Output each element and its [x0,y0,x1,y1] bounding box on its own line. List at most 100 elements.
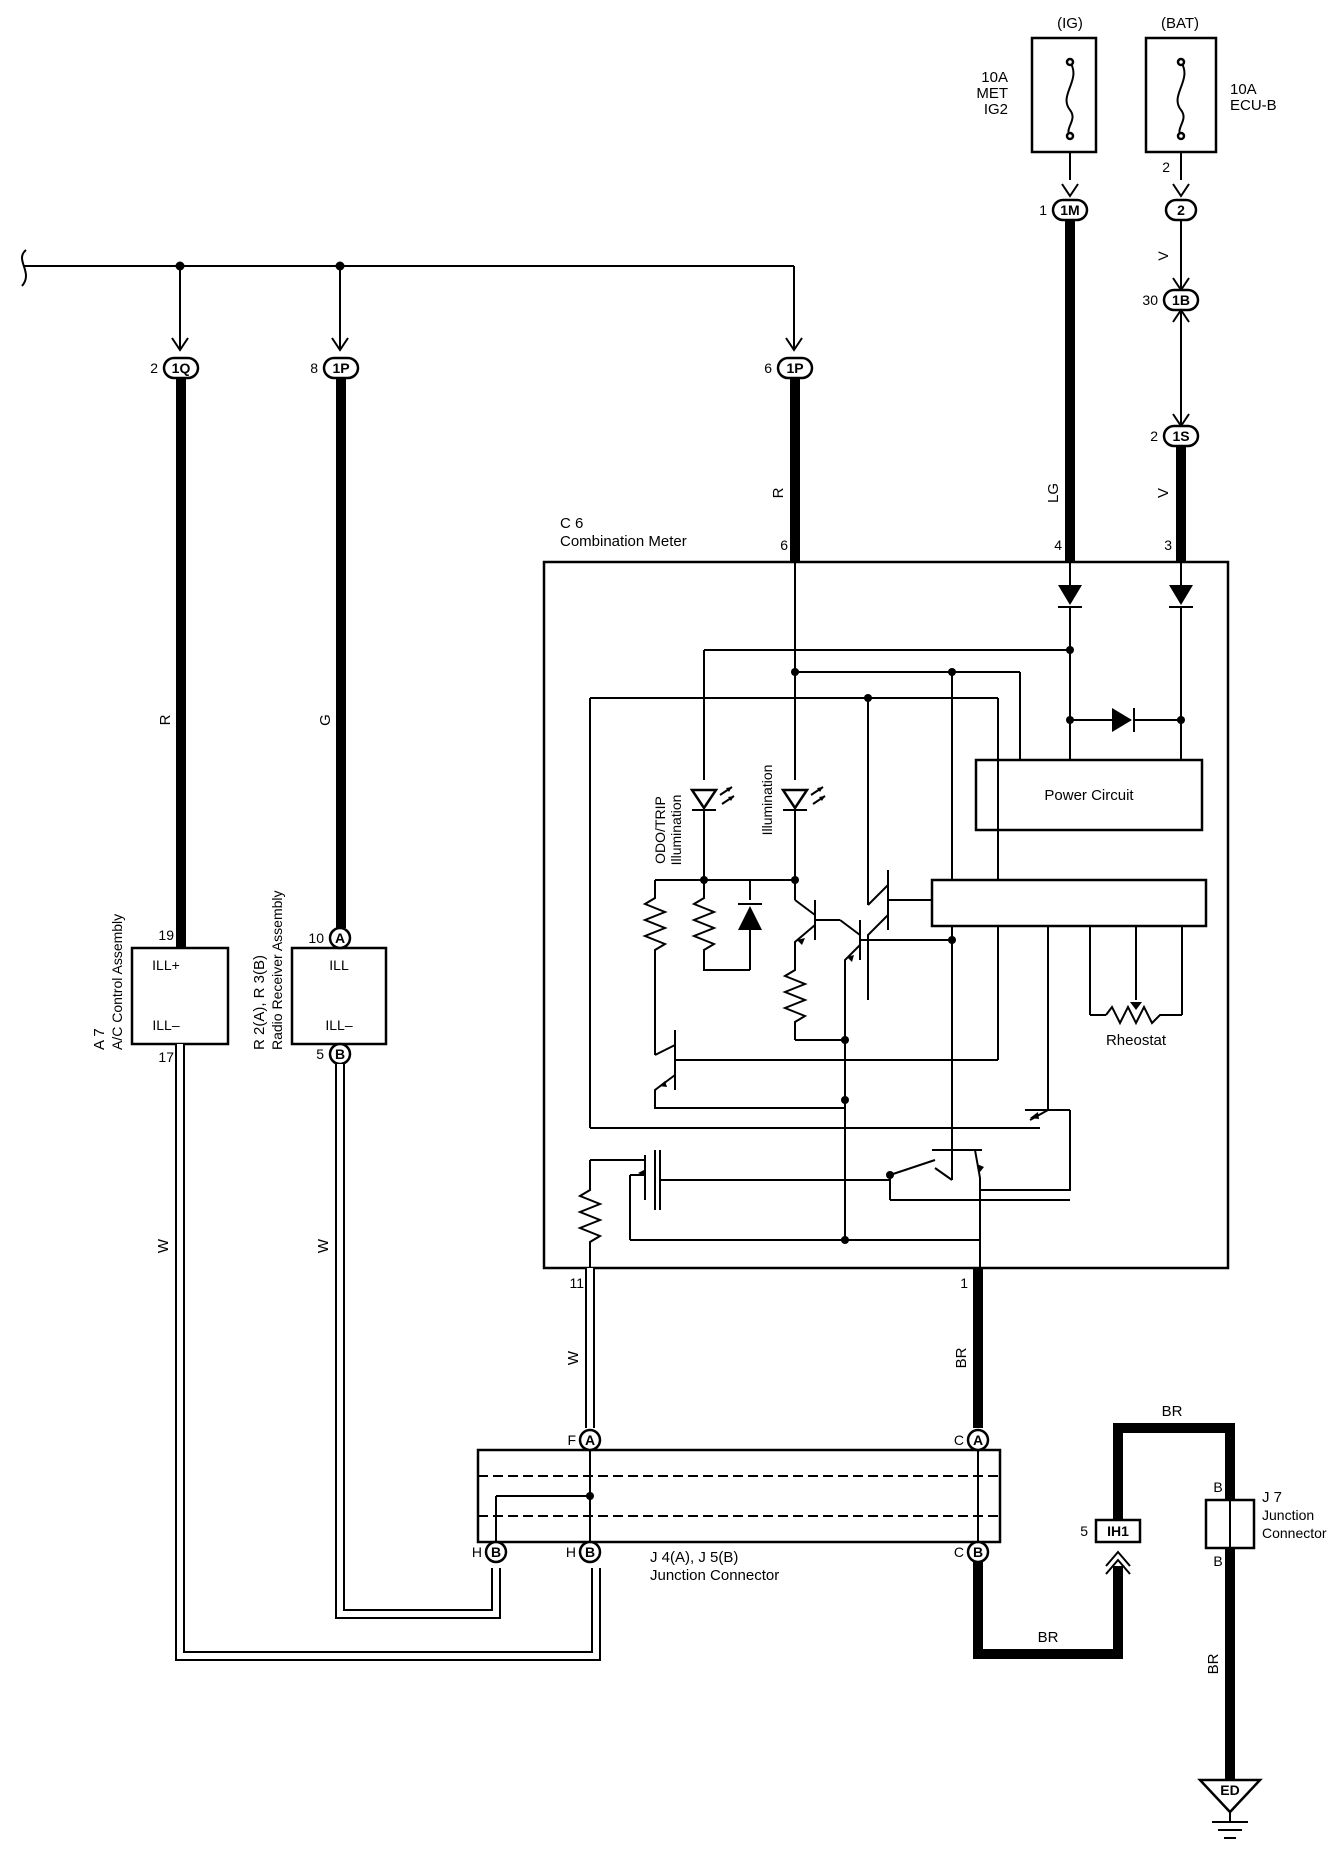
svg-text:1M: 1M [1060,202,1079,218]
odo-trip-led [689,786,735,880]
odo-trip-label-1: ODO/TRIP [652,796,668,864]
svg-text:1Q: 1Q [172,360,191,376]
svg-text:IH1: IH1 [1107,1523,1129,1539]
svg-text:1: 1 [1039,202,1047,218]
power-circuit-box [974,758,1204,832]
svg-text:ILL: ILL [329,957,349,973]
svg-text:BR: BR [1205,1653,1222,1674]
svg-text:BR: BR [1038,1629,1059,1646]
illumination-label: Illumination [759,765,775,836]
svg-text:2: 2 [1177,202,1185,218]
svg-text:11: 11 [569,1275,584,1291]
fuse-ig-name1: MET [976,85,1008,102]
resistor-r1 [642,880,668,1040]
svg-text:C: C [954,1432,964,1448]
connector-1s: 1S 2 [1150,424,1200,448]
ac-control-assembly: ILL+ ILL– 19 17 A 7 A/C Control Assembly [91,914,230,1065]
svg-text:B: B [973,1544,983,1560]
illumination-led [780,786,826,880]
junction-connector-j4-j5: J 4(A), J 5(B) Junction Connector [476,1448,1002,1584]
radio-name: Radio Receiver Assembly [269,890,285,1050]
svg-text:6: 6 [764,360,772,376]
svg-text:1P: 1P [332,360,349,376]
j7-code: J 7 [1262,1489,1282,1506]
control-ic [930,878,1208,928]
svg-text:B: B [1213,1553,1222,1569]
connector-radio-b: B 5 [316,1042,352,1066]
svg-text:1: 1 [960,1275,968,1291]
svg-text:1P: 1P [786,360,803,376]
connector-2: 2 [1164,198,1198,222]
fuse-bat-rating: 10A [1230,81,1257,98]
resistor-r4 [577,1160,603,1268]
svg-text:ILL+: ILL+ [152,957,180,973]
svg-text:4: 4 [1054,537,1062,553]
fuse-met-ig2: (IG) 10A MET IG2 [976,15,1098,154]
connector-j5-c: B C [954,1540,990,1564]
radio-box [290,946,388,1046]
svg-text:1S: 1S [1172,428,1189,444]
svg-text:LG: LG [1045,483,1062,503]
svg-text:A: A [335,930,345,946]
wire-ground-top [1113,1423,1235,1520]
fuse-ig-element [1065,61,1075,137]
connector-1m: 1M 1 [1039,198,1089,222]
svg-text:5: 5 [316,1046,324,1062]
connector-1q: 1Q 2 [150,356,200,380]
svg-text:W: W [155,1238,172,1253]
svg-text:BR: BR [1162,1403,1183,1420]
fuse-ig-supply-label: (IG) [1057,15,1083,32]
svg-text:B: B [585,1544,595,1560]
svg-text:H: H [566,1544,576,1560]
meter-name: Combination Meter [560,533,687,550]
ac-control-box [130,946,230,1046]
fuse-ecu-b: (BAT) 10A ECU-B [1144,15,1277,154]
svg-text:6: 6 [780,537,788,553]
connector-j4-f: A F [567,1428,602,1452]
connector-1b: 1B 30 [1142,288,1200,312]
white-ground-wires [175,1044,601,1661]
ground-point-ed: ED [1197,1778,1263,1839]
svg-text:ILL–: ILL– [152,1017,179,1033]
svg-text:R: R [770,487,787,498]
c2-pin-above: 2 [1162,159,1170,175]
junction-code: J 4(A), J 5(B) [650,1549,738,1566]
svg-text:ED: ED [1220,1782,1239,1798]
fuse-bat-element [1176,61,1186,137]
svg-text:R: R [157,714,174,725]
rheostat [1105,1004,1182,1026]
j7-name1: Junction [1262,1507,1314,1523]
svg-text:10: 10 [308,930,324,946]
radio-code: R 2(A), R 3(B) [251,955,268,1050]
svg-text:B: B [335,1046,345,1062]
meter-code: C 6 [560,515,583,532]
svg-text:8: 8 [310,360,318,376]
svg-text:19: 19 [158,927,174,943]
svg-text:BR: BR [953,1347,970,1368]
svg-text:5: 5 [1080,1523,1088,1539]
connector-ih1: IH1 5 [1080,1518,1142,1544]
svg-text:17: 17 [158,1049,174,1065]
rheostat-label: Rheostat [1106,1032,1167,1049]
connector-j4-c: A C [954,1428,990,1452]
svg-text:A: A [585,1432,595,1448]
connector-j5-h1: B H [472,1540,508,1564]
junction-name: Junction Connector [650,1567,779,1584]
odo-trip-label-2: Illumination [668,795,684,866]
svg-text:W: W [315,1238,332,1253]
svg-text:V: V [1155,251,1171,261]
junction-connector-j7: B B J 7 Junction Connector [1204,1479,1327,1569]
svg-text:30: 30 [1142,292,1158,308]
fuse-bat-name1: ECU-B [1230,97,1277,114]
connector-radio-a: A 10 [308,926,352,950]
power-circuit-label: Power Circuit [1044,787,1134,804]
svg-text:2: 2 [150,360,158,376]
wire-ground-bottom [973,1562,1123,1659]
ac-code: A 7 [91,1028,108,1050]
ac-name: A/C Control Assembly [109,914,125,1050]
svg-text:H: H [472,1544,482,1560]
resistor-r2 [691,880,724,971]
combination-meter: C 6 Combination Meter 6 4 3 11 1 Power C… [542,515,1230,1291]
svg-text:G: G [317,714,334,726]
svg-text:A: A [973,1432,983,1448]
